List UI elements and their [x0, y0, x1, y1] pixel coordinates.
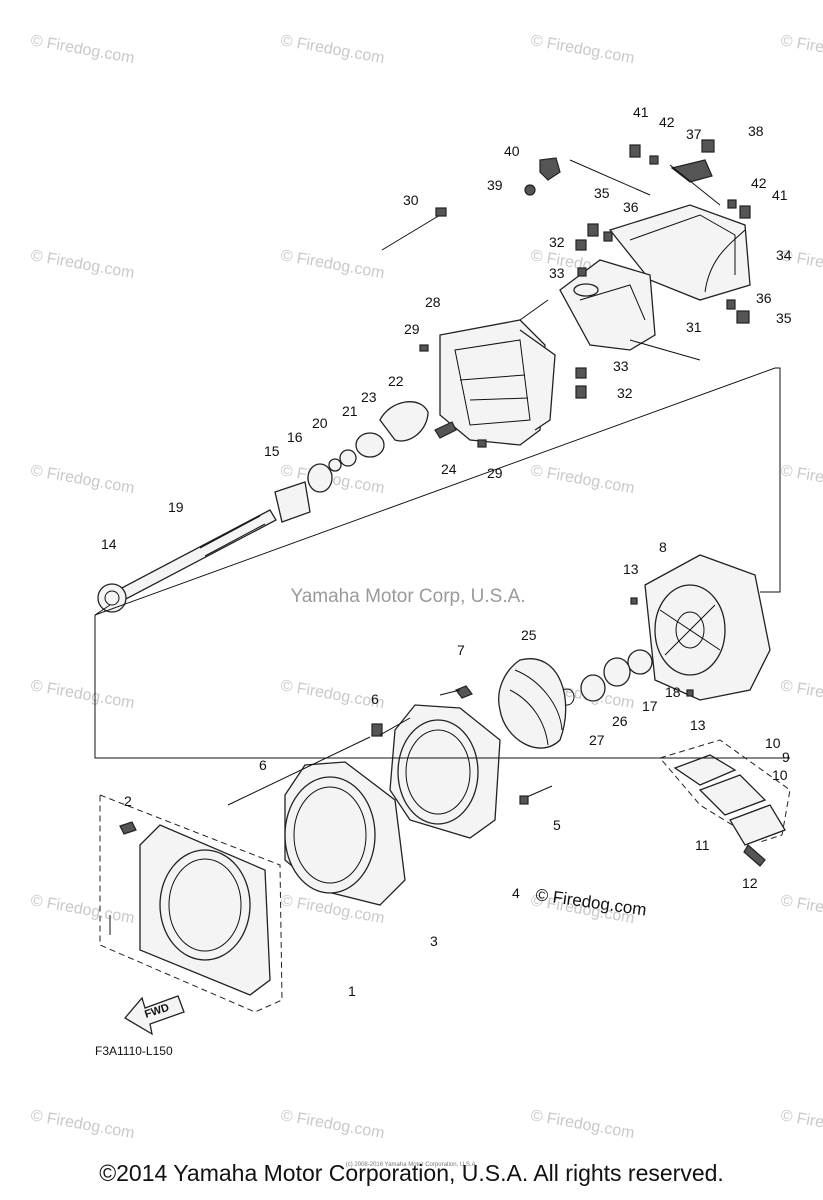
callout-15: 15 — [264, 443, 280, 459]
callout-21: 21 — [342, 403, 358, 419]
figure-code: F3A1110-L150 — [95, 1044, 173, 1058]
watermark-text: © Firedog.com — [29, 892, 136, 927]
callout-22: 22 — [388, 373, 404, 389]
callout-38: 38 — [748, 123, 764, 139]
watermark-text: © Firedog.com — [529, 462, 636, 497]
callout-1: 1 — [348, 983, 356, 999]
callout-2: 2 — [124, 793, 132, 809]
callout-28: 28 — [425, 294, 441, 310]
callout-19: 19 — [168, 499, 184, 515]
watermark-text: © Firedog.com — [779, 462, 823, 497]
intake-plate — [99, 794, 283, 1013]
fine-print: (c) 2008-2016 Yamaha Motor Corporation, … — [345, 1162, 478, 1168]
callout-8: 8 — [659, 539, 667, 555]
callout-26: 26 — [612, 713, 628, 729]
callout-40: 40 — [504, 143, 520, 159]
callout-6: 6 — [259, 757, 267, 773]
callout-24: 24 — [441, 461, 457, 477]
callout-14: 14 — [101, 536, 117, 552]
callout-27: 27 — [589, 732, 605, 748]
watermark-text: © Firedog.com — [29, 1107, 136, 1142]
callout-41: 41 — [772, 187, 788, 203]
copyright-notice: ©2014 Yamaha Motor Corporation, U.S.A. A… — [99, 1160, 724, 1186]
watermark-text: © Firedog.com — [279, 32, 386, 67]
callout-20: 20 — [312, 415, 328, 431]
watermark-text: © Firedog.com — [529, 1107, 636, 1142]
callout-3: 3 — [430, 933, 438, 949]
callout-12: 12 — [742, 875, 758, 891]
callout-35: 35 — [776, 310, 792, 326]
rear-pump-housing — [559, 554, 771, 706]
callout-30: 30 — [403, 192, 419, 208]
callout-29: 29 — [487, 465, 503, 481]
callout-10: 10 — [765, 735, 781, 751]
impeller — [498, 658, 567, 749]
watermark-text: © Firedog.com — [29, 32, 136, 67]
callout-16: 16 — [287, 429, 303, 445]
watermark-text: © Firedog.com — [779, 32, 823, 67]
callout-layer: 1234566789101011121313141516171819202122… — [101, 104, 792, 999]
callout-34: 34 — [776, 247, 792, 263]
watermark-text: © Firedog.com — [779, 892, 823, 927]
pump-housing — [274, 207, 556, 523]
callout-39: 39 — [487, 177, 503, 193]
callout-31: 31 — [686, 319, 702, 335]
callout-32: 32 — [549, 234, 565, 250]
reference-lines — [94, 367, 790, 935]
callout-4: 4 — [512, 885, 520, 901]
callout-33: 33 — [549, 265, 565, 281]
callout-36: 36 — [623, 199, 639, 215]
callout-32: 32 — [617, 385, 633, 401]
callout-18: 18 — [665, 684, 681, 700]
callout-10: 10 — [772, 767, 788, 783]
watermark-text: © Firedog.com — [279, 247, 386, 282]
watermark-text: © Firedog.com — [29, 247, 136, 282]
callout-41: 41 — [633, 104, 649, 120]
callout-13: 13 — [623, 561, 639, 577]
callout-7: 7 — [457, 642, 465, 658]
watermark-text: © Firedog.com — [29, 462, 136, 497]
watermark-text: © Firedog.com — [779, 1107, 823, 1142]
duct-bracket — [659, 739, 791, 867]
callout-42: 42 — [751, 175, 767, 191]
callout-25: 25 — [521, 627, 537, 643]
watermark-text: © Firedog.com — [279, 1107, 386, 1142]
watermark-text: © Firedog.com — [529, 32, 636, 67]
callout-29: 29 — [404, 321, 420, 337]
callout-36: 36 — [756, 290, 772, 306]
watermark-text: © Firedog.com — [279, 677, 386, 712]
callout-6: 6 — [371, 691, 379, 707]
callout-23: 23 — [361, 389, 377, 405]
watermark-text: © Firedog.com — [779, 677, 823, 712]
fwd-arrow: FWD — [124, 995, 185, 1036]
nozzle-deflector-assembly — [519, 139, 751, 399]
callout-33: 33 — [613, 358, 629, 374]
duct-3 — [251, 723, 406, 906]
callout-35: 35 — [594, 185, 610, 201]
callout-17: 17 — [642, 698, 658, 714]
callout-42: 42 — [659, 114, 675, 130]
callout-37: 37 — [686, 126, 702, 142]
callout-13: 13 — [690, 717, 706, 733]
center-credit: Yamaha Motor Corp, U.S.A. — [290, 586, 525, 607]
watermark-text: © Firedog.com — [29, 677, 136, 712]
drive-shaft — [97, 509, 277, 613]
callout-11: 11 — [695, 837, 710, 853]
callout-5: 5 — [553, 817, 561, 833]
callout-9: 9 — [782, 749, 790, 765]
intake-duct-4 — [389, 685, 553, 839]
